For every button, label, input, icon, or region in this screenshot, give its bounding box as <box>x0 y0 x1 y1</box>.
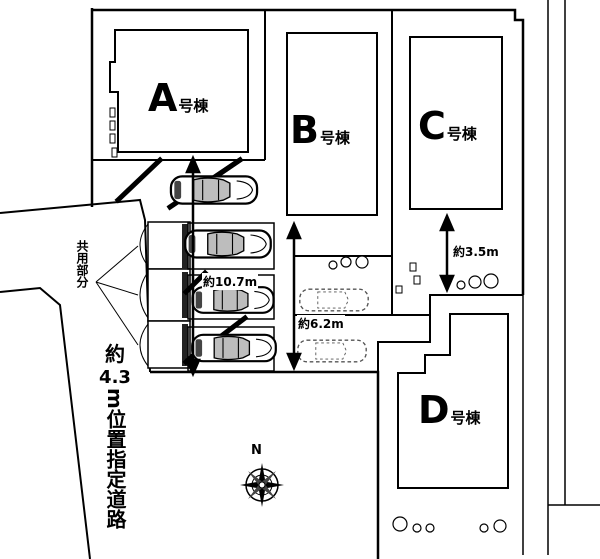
equipment-marks <box>109 107 421 294</box>
building-a-letter: A <box>148 76 177 120</box>
house-c-outline <box>409 36 503 210</box>
car-b <box>184 229 272 259</box>
house-a-outline <box>109 29 249 153</box>
driveway-width-label: 約6.2m <box>297 315 345 332</box>
road-label-main: m位置指定道路 <box>103 388 127 529</box>
neighbor-lines <box>522 0 600 555</box>
building-d-suffix: 号棟 <box>450 409 481 427</box>
dashed-car-upper <box>298 288 370 312</box>
dashed-car-lower <box>296 339 368 363</box>
shared-area-brackets <box>95 223 149 367</box>
building-b-letter: B <box>290 108 319 152</box>
compass <box>240 463 284 507</box>
car-a <box>169 175 259 205</box>
compass-label: N <box>251 443 262 458</box>
building-d-letter: D <box>418 388 450 432</box>
car-d <box>191 333 277 363</box>
house-b-outline <box>286 32 378 216</box>
shared-area-label: 共用部分 <box>75 240 89 288</box>
car-c <box>191 286 275 314</box>
road-label: 約 4.3 m位置指定道路 <box>92 338 138 529</box>
lot-dividers <box>92 10 523 372</box>
trees <box>328 255 507 533</box>
building-b-suffix: 号棟 <box>319 129 350 147</box>
setback-c-label: 約3.5m <box>452 243 500 260</box>
building-a-suffix: 号棟 <box>178 97 209 115</box>
building-c-letter: C <box>418 104 446 148</box>
parking-length-label: 約10.7m <box>202 273 259 290</box>
road-label-width: 4.3 <box>99 367 131 388</box>
building-c-suffix: 号棟 <box>446 125 477 143</box>
house-d-outline <box>397 313 509 489</box>
dimension-arrows <box>185 154 455 378</box>
road-label-prefix: 約 <box>105 342 125 366</box>
house-footprints <box>109 29 509 489</box>
